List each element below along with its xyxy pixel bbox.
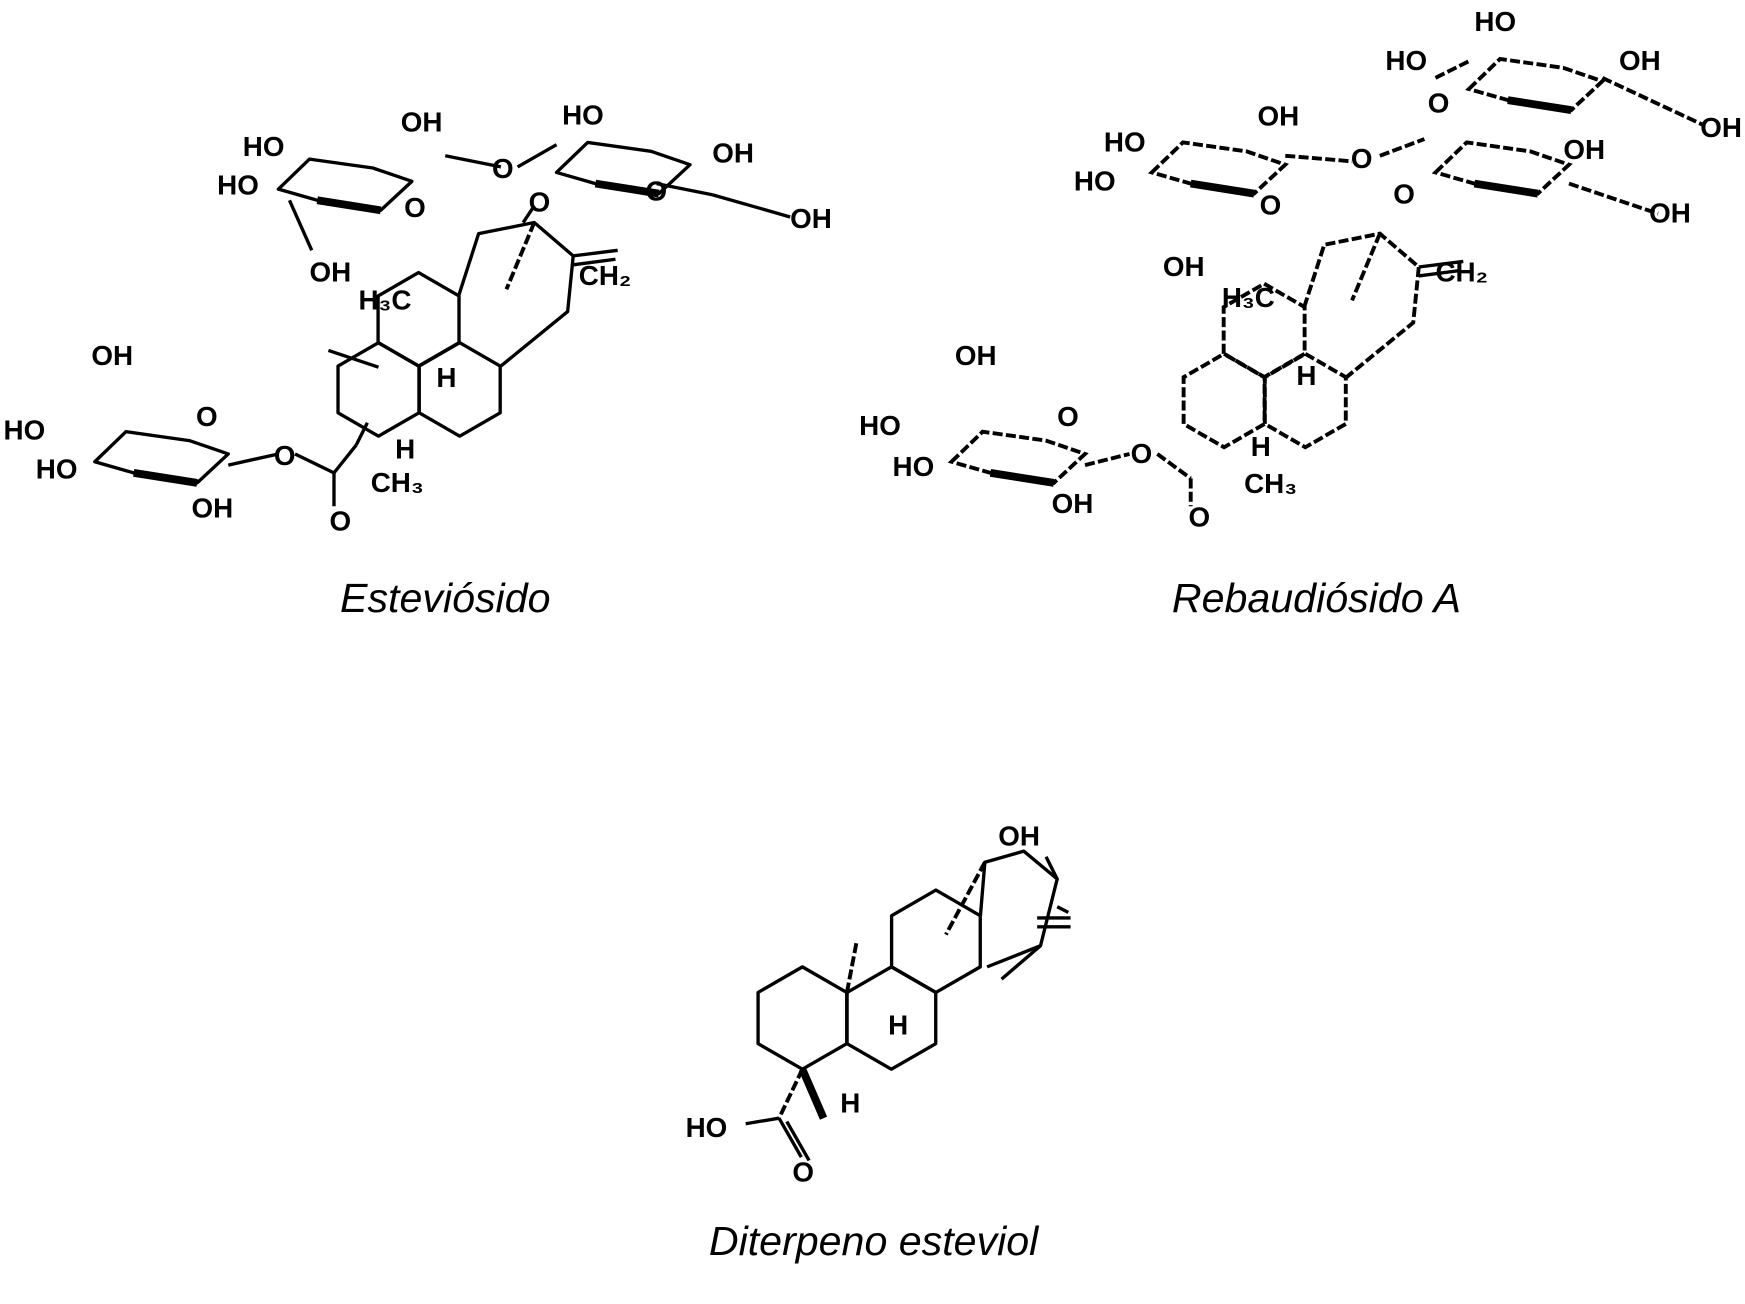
atom-label: HO <box>217 170 259 201</box>
atom-label: OH <box>998 821 1040 852</box>
atom-label: O <box>1057 401 1079 432</box>
bond <box>847 940 857 992</box>
atom-label: HO <box>4 414 46 445</box>
atom-label: H <box>1251 431 1271 462</box>
bond <box>334 445 356 473</box>
bond <box>746 1118 779 1124</box>
bond <box>1569 184 1658 214</box>
atom-label: CH₃ <box>1244 468 1297 499</box>
bond <box>1435 61 1468 78</box>
atom-label: CH₃ <box>371 467 424 498</box>
bond <box>1352 234 1380 301</box>
atom-label: O <box>1428 87 1450 118</box>
atom-label: HO <box>36 453 78 484</box>
bond <box>1304 234 1419 378</box>
atom-label: O <box>1260 190 1282 221</box>
atom-label: H <box>395 433 415 464</box>
atom-label: H₃C <box>1222 282 1275 313</box>
atom-label: HO <box>243 131 285 162</box>
bond <box>134 473 197 483</box>
atom-label: O <box>274 440 296 471</box>
atom-label: O <box>1131 438 1153 469</box>
bond <box>712 195 790 217</box>
bond <box>802 1069 823 1118</box>
atom-label: HO <box>562 100 604 131</box>
atom-label: OH <box>1563 134 1605 165</box>
atom-label: H <box>436 362 456 393</box>
atom-label: OH <box>401 106 443 137</box>
atom-label: O <box>330 506 352 537</box>
atom-label: O <box>792 1157 814 1188</box>
bond <box>506 223 534 290</box>
stevioside-structure: OHHOHOOHHOOHOOOOOHCH₂H₃CHOHHOOOHOOHHCH₃O <box>4 100 832 537</box>
atom-label: OH <box>1257 101 1299 132</box>
bond <box>758 967 847 1069</box>
bond <box>228 454 278 465</box>
atom-label: OH <box>1700 112 1742 143</box>
atom-label: H <box>840 1088 860 1119</box>
bond <box>980 851 1057 967</box>
bond <box>295 454 334 473</box>
atom-label: HO <box>893 451 935 482</box>
bond <box>892 890 981 992</box>
bond <box>1508 100 1571 110</box>
atom-label: H <box>1296 360 1316 391</box>
caption-stevioside: Esteviósido <box>340 575 550 621</box>
bond <box>1157 454 1190 478</box>
bond <box>1002 946 1041 979</box>
bond <box>1191 184 1254 194</box>
atom-label: HO <box>1474 6 1516 37</box>
bond <box>990 473 1053 483</box>
steviol-structure: OH H H HO O <box>686 821 1071 1188</box>
bond <box>459 223 574 367</box>
atom-label: CH₂ <box>1435 256 1488 287</box>
bond <box>317 200 380 210</box>
atom-label: OH <box>310 256 352 287</box>
bond <box>419 343 500 436</box>
atom-label: OH <box>955 340 997 371</box>
atom-label: O <box>404 192 426 223</box>
atom-label: HO <box>1385 45 1427 76</box>
bond <box>1474 184 1537 194</box>
atom-label: O <box>492 153 514 184</box>
atom-label: OH <box>712 137 754 168</box>
atom-label: O <box>1188 501 1210 532</box>
bond <box>518 145 557 167</box>
atom-label: O <box>646 175 668 206</box>
bond <box>328 350 378 367</box>
caption-steviol: Diterpeno esteviol <box>709 1218 1040 1264</box>
atom-label: OH <box>1619 45 1661 76</box>
atom-label: O <box>1351 143 1373 174</box>
atom-label: O <box>1393 179 1415 210</box>
bond <box>1057 907 1068 913</box>
caption-rebaudioside-a: Rebaudiósido A <box>1172 575 1461 621</box>
atom-label: HO <box>859 410 901 441</box>
atom-label: O <box>529 186 551 217</box>
atom-label: HO <box>1104 126 1146 157</box>
atom-label: OH <box>1052 488 1094 519</box>
atom-label: OH <box>91 340 133 371</box>
atom-label: OH <box>1163 251 1205 282</box>
atom-label: OH <box>790 203 832 234</box>
bond <box>779 1069 802 1118</box>
atom-label: OH <box>192 492 234 523</box>
bond <box>1085 454 1130 465</box>
atom-label: CH₂ <box>579 260 632 291</box>
atom-label: H <box>888 1010 908 1041</box>
atom-label: HO <box>686 1112 728 1143</box>
bond <box>289 200 311 250</box>
bond <box>1380 139 1425 156</box>
atom-label: HO <box>1074 165 1116 196</box>
bond <box>573 250 618 256</box>
atom-label: O <box>196 401 218 432</box>
bond <box>1602 78 1702 125</box>
bond <box>1285 156 1352 162</box>
atom-label: OH <box>1649 198 1691 229</box>
atom-label: H₃C <box>358 284 411 315</box>
rebaudioside-a-structure: HOOHHOOOOOHOHHOHOOHOOHOHH₃CCH₂OHHOOHOOHO… <box>859 6 1742 532</box>
